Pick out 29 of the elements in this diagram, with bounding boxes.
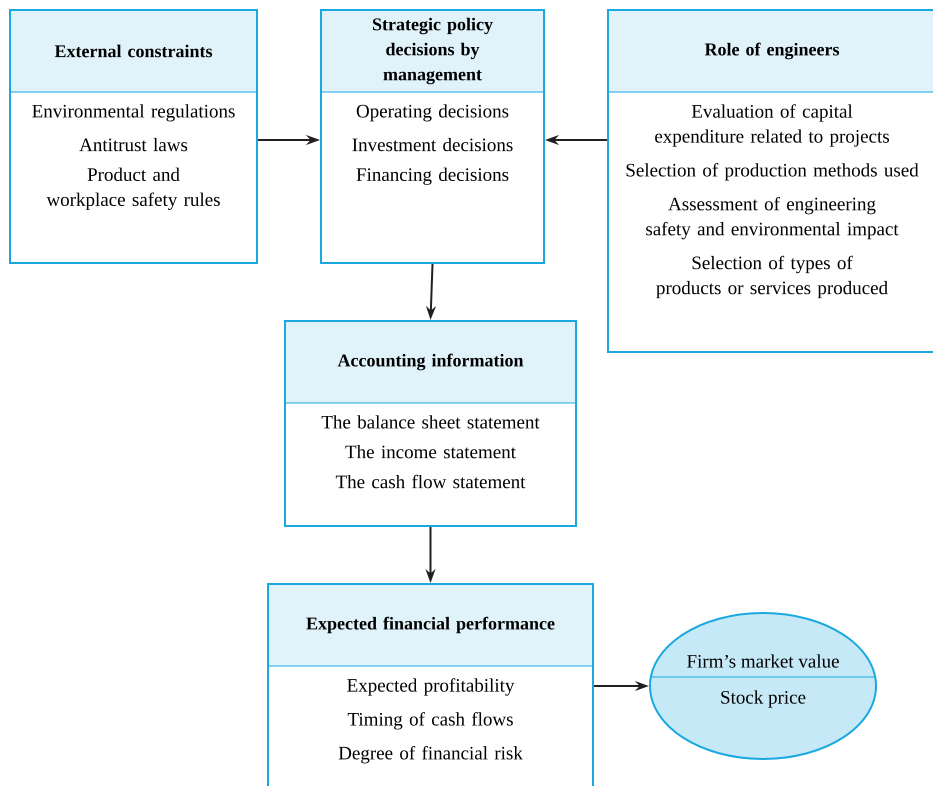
- box-heading: Strategic policy decisions by management: [372, 18, 493, 84]
- list-item: Degree of financial risk: [338, 746, 523, 764]
- value-ellipse: [649, 612, 878, 760]
- list-item: Product and workplace safety rules: [46, 168, 220, 210]
- process-box: [9, 9, 258, 264]
- ellipse-text: Stock price: [721, 690, 806, 708]
- box-heading: External constraints: [54, 44, 212, 58]
- process-box: [267, 583, 594, 786]
- list-item: Selection of production methods used: [626, 163, 918, 180]
- list-item: Environmental regulations: [32, 104, 235, 122]
- list-item: Investment decisions: [352, 138, 513, 152]
- list-item: The cash flow statement: [336, 474, 526, 488]
- list-item: The income statement: [345, 444, 516, 458]
- list-item: Operating decisions: [356, 104, 508, 122]
- list-item: Antitrust laws: [79, 138, 188, 152]
- process-box: [284, 320, 577, 527]
- process-box: [320, 9, 545, 264]
- box-heading: Accounting information: [338, 354, 524, 370]
- list-item: Assessment of engineering safety and environmental impact: [646, 196, 899, 240]
- list-item: Evaluation of capital expenditure related to projects: [655, 104, 889, 147]
- process-box: [607, 9, 933, 353]
- ellipse-text: Firm’s market value: [687, 654, 839, 668]
- box-heading: Expected financial performance: [306, 616, 555, 634]
- list-item: The balance sheet statement: [322, 415, 540, 429]
- list-item: Selection of types of products or services produced: [656, 256, 888, 298]
- list-item: Timing of cash flows: [348, 712, 513, 730]
- box-heading: Role of engineers: [704, 42, 840, 60]
- list-item: Expected profitability: [347, 678, 514, 696]
- list-item: Financing decisions: [356, 168, 508, 185]
